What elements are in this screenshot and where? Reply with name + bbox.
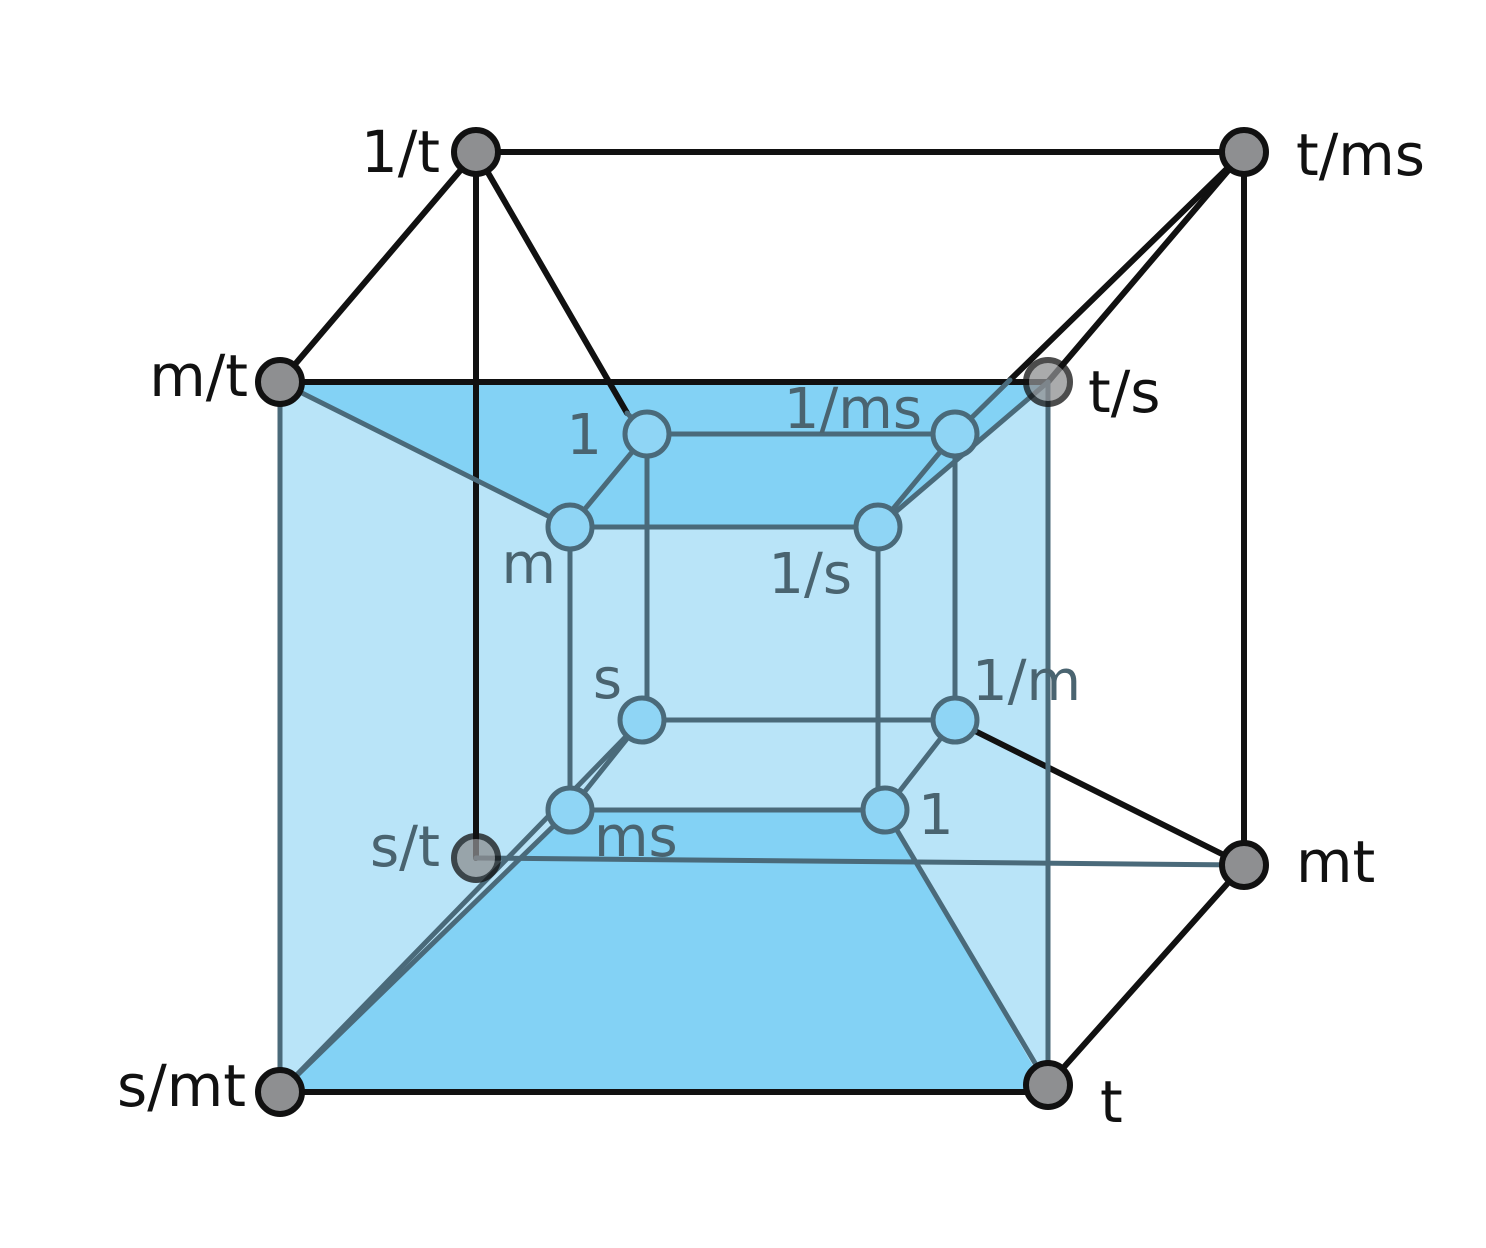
label-ms: ms (594, 805, 678, 870)
label-m-over-t: m/t (149, 342, 248, 410)
node-t-over-s (1023, 357, 1073, 407)
label-1-over-m: 1/m (972, 649, 1081, 714)
edge (1007, 149, 1247, 383)
node-s-over-t (451, 833, 501, 883)
label-s: s (593, 647, 622, 712)
label-t-over-ms: t/ms (1296, 121, 1425, 189)
edge (1045, 862, 1247, 1088)
edge (882, 807, 1051, 1088)
edge (473, 149, 630, 416)
node-t-over-ms (1219, 127, 1269, 177)
node-ms (545, 785, 595, 835)
label-t-over-s: t/s (1088, 358, 1161, 426)
label-mt: mt (1296, 828, 1375, 896)
label-1-over-s: 1/s (768, 542, 852, 607)
edge (277, 149, 479, 385)
node-t (1023, 1060, 1073, 1110)
label-1-over-ms: 1/ms (784, 377, 922, 442)
label-1-front-bottom: 1 (918, 783, 954, 848)
node-m-over-t (255, 357, 305, 407)
top-trapezoid-face (280, 382, 1048, 527)
node-1-over-t (451, 127, 501, 177)
label-m: m (501, 532, 556, 597)
node-1-front-bottom (860, 785, 910, 835)
node-1-over-s (853, 502, 903, 552)
edge (1045, 149, 1247, 385)
edge (277, 379, 573, 530)
label-1-over-t: 1/t (361, 118, 440, 186)
label-t: t (1100, 1068, 1123, 1136)
label-s-over-t: s/t (370, 815, 440, 880)
outer-nodes (255, 127, 1269, 1117)
node-1-over-ms (930, 409, 980, 459)
node-1-back-top (622, 409, 672, 459)
node-s-over-mt (255, 1067, 305, 1117)
label-1-back-top: 1 (566, 403, 602, 468)
bottom-trapezoid-face (280, 810, 1048, 1092)
node-1-over-m (930, 695, 980, 745)
node-mt (1219, 840, 1269, 890)
node-m (545, 502, 595, 552)
outer-edges (277, 149, 1247, 1095)
edge (972, 728, 1247, 868)
edge (473, 855, 1247, 868)
label-s-over-mt: s/mt (117, 1052, 246, 1120)
inner-nodes (545, 409, 980, 835)
node-s (617, 695, 667, 745)
edge (277, 807, 573, 1095)
outer-nodes-behind-face (451, 357, 1073, 883)
